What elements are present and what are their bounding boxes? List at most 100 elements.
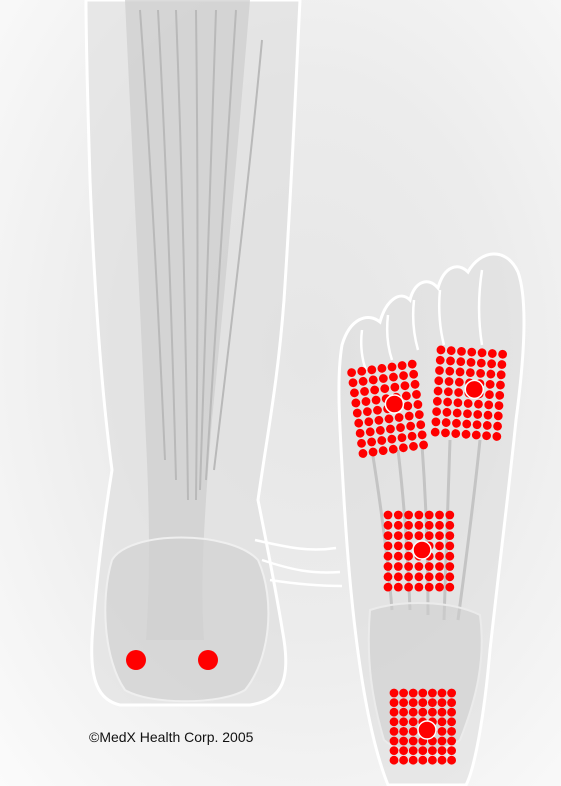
cluster-dot [384,572,393,581]
heel-bone [105,538,268,702]
cluster-dot [438,698,447,707]
cluster-center-point [418,721,436,739]
cluster-dot [404,511,413,520]
cluster-dot [447,698,456,707]
cluster-dot [438,737,447,746]
cluster-dot [445,562,454,571]
cluster-dot [447,727,456,736]
cluster-dot [390,708,399,717]
cluster-dot [438,727,447,736]
cluster-dot [445,521,454,530]
cluster-dot [384,562,393,571]
cluster-dot [447,717,456,726]
cluster-dot [445,583,454,592]
cluster-dot [409,746,418,755]
cluster-dot [394,542,403,551]
cluster-dot [404,521,413,530]
cluster-dot [447,689,456,698]
cluster-dot [390,746,399,755]
cluster-dot [447,737,456,746]
cluster-dot [394,531,403,540]
cluster-dot [435,572,444,581]
cluster-dot [390,689,399,698]
cluster-dot [404,572,413,581]
cluster-dot [445,552,454,561]
cluster-dot [438,756,447,765]
cluster-dot [435,583,444,592]
cluster-dot [435,521,444,530]
cluster-dot [415,521,424,530]
cluster-dot [404,531,413,540]
cluster-dot [404,542,413,551]
cluster-dot [435,531,444,540]
cluster-dot [390,698,399,707]
cluster-dot [418,756,427,765]
cluster-dot [447,746,456,755]
cluster-dot [384,583,393,592]
cluster-dot [384,542,393,551]
cluster-dot [438,708,447,717]
cluster-dot [404,552,413,561]
cluster-dot [435,552,444,561]
cluster-dot [394,511,403,520]
leg-posterior-view [86,0,342,705]
cluster-dot [384,521,393,530]
cluster-dot [418,689,427,698]
cluster-dot [409,756,418,765]
cluster-dot [445,511,454,520]
cluster-dot [438,689,447,698]
cluster-dot [435,562,444,571]
cluster-dot [394,562,403,571]
cluster-dot [394,521,403,530]
cluster-dot [399,689,408,698]
heel-point-right [198,650,218,670]
cluster-dot [445,572,454,581]
cluster-dot [399,698,408,707]
cluster-dot [447,756,456,765]
cluster-dot [399,717,408,726]
cluster-dot [415,583,424,592]
cluster-dot [447,708,456,717]
cluster-dot [390,727,399,736]
cluster-dot [409,708,418,717]
cluster-dot [435,542,444,551]
cluster-dot [415,572,424,581]
cluster-dot [404,562,413,571]
cluster-dot [425,572,434,581]
cluster-dot [428,746,437,755]
cluster-dot [399,746,408,755]
cluster-dot [394,552,403,561]
cluster-dot [390,717,399,726]
cluster-dot [425,521,434,530]
cluster-dot [399,727,408,736]
cluster-dot [425,583,434,592]
cluster-dot [384,511,393,520]
cluster-dot [399,737,408,746]
cluster-dot [425,511,434,520]
cluster-dot [399,756,408,765]
cluster-center-point [413,541,431,559]
cluster-dot [438,717,447,726]
cluster-dot [390,737,399,746]
cluster-dot [428,708,437,717]
cluster-dot [409,727,418,736]
cluster-dot [415,511,424,520]
cluster-dot [418,746,427,755]
cluster-dot [418,708,427,717]
cluster-dot [384,552,393,561]
cluster-dot [428,698,437,707]
cluster-dot [425,562,434,571]
copyright-notice: ©MedX Health Corp. 2005 [89,729,253,745]
cluster-dot [438,746,447,755]
cluster-dot [384,531,393,540]
cluster-dot [404,583,413,592]
cluster-dot [409,698,418,707]
cluster-dot [415,562,424,571]
cluster-dot [409,737,418,746]
cluster-dot [418,698,427,707]
cluster-dot [425,531,434,540]
cluster-dot [445,531,454,540]
cluster-dot [399,708,408,717]
